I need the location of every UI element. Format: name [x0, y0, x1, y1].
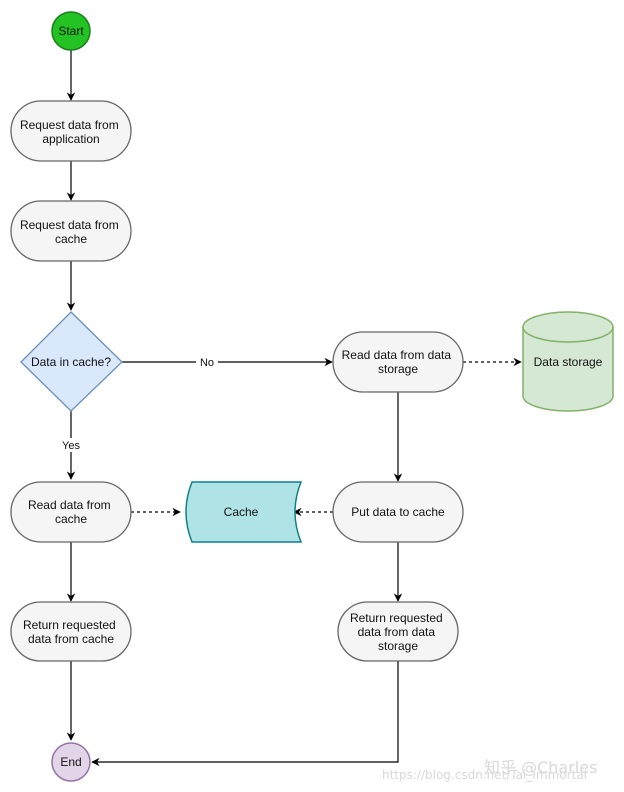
cache-label: Cache — [224, 505, 259, 519]
data-storage-node: Data storage — [522, 311, 614, 412]
return-cache-node: Return requested data from cache — [10, 601, 132, 662]
end-node: End — [51, 742, 91, 782]
read-cache-line-2: cache — [55, 512, 87, 526]
put-cache-node: Put data to cache — [332, 481, 464, 543]
edge-label-yes-bg — [58, 438, 84, 452]
decision-node: Data in cache? — [20, 311, 123, 412]
return-storage-line-1: Return requested — [350, 611, 443, 625]
data-storage-label: Data storage — [534, 355, 603, 369]
edge-return-storage-to-end — [91, 661, 399, 767]
end-label: End — [60, 755, 81, 769]
put-cache-shape — [332, 481, 464, 543]
return-storage-line-3: storage — [378, 639, 418, 653]
edge-label-yes: Yes — [62, 440, 80, 452]
return-cache-shape — [10, 601, 132, 662]
request-cache-label: Request data from cache — [20, 218, 122, 246]
decision-shape — [20, 311, 123, 412]
request-app-node: Request data from application — [10, 100, 132, 162]
decision-label: Data in cache? — [31, 355, 111, 369]
start-label: Start — [58, 24, 84, 38]
read-storage-line-1: Read data from data — [342, 348, 452, 362]
read-cache-line-1: Read data from — [28, 498, 111, 512]
edge-label-no: No — [200, 357, 214, 369]
read-storage-line-2: storage — [378, 362, 418, 376]
return-storage-shape — [337, 601, 459, 662]
cache-shape — [185, 481, 303, 543]
edges — [66, 50, 522, 767]
data-storage-rim — [522, 326, 614, 343]
read-cache-label: Read data from cache — [28, 498, 114, 526]
data-storage-body — [522, 311, 614, 412]
request-cache-shape — [10, 200, 132, 262]
request-cache-line-2: cache — [55, 232, 87, 246]
read-storage-node: Read data from data storage — [332, 331, 464, 393]
read-cache-node: Read data from cache — [10, 481, 132, 543]
put-cache-label: Put data to cache — [351, 505, 445, 519]
return-cache-label: Return requested data from cache — [23, 618, 119, 646]
request-app-label: Request data from application — [20, 118, 122, 146]
request-cache-line-1: Request data from — [20, 218, 119, 232]
end-shape — [51, 742, 91, 782]
return-storage-node: Return requested data from data storage — [337, 601, 459, 662]
request-cache-node: Request data from cache — [10, 200, 132, 262]
start-shape — [51, 11, 91, 51]
start-node: Start — [51, 11, 91, 51]
request-app-line-1: Request data from — [20, 118, 119, 132]
watermark-url: https://blog.csdn.net/Tai_Immortal — [382, 768, 587, 782]
return-storage-label: Return requested data from data storage — [350, 611, 446, 653]
return-storage-line-2: data from data — [358, 625, 436, 639]
read-storage-label: Read data from data storage — [342, 348, 455, 376]
return-cache-line-2: data from cache — [28, 632, 114, 646]
request-app-line-2: application — [42, 132, 99, 146]
request-app-shape — [10, 100, 132, 162]
return-cache-line-1: Return requested — [23, 618, 116, 632]
read-cache-shape — [10, 481, 132, 543]
read-storage-shape — [332, 331, 464, 393]
watermark-zhihu: 知乎 @Charles — [484, 758, 597, 777]
edge-label-no-bg — [196, 355, 218, 369]
cache-node: Cache — [185, 481, 303, 543]
